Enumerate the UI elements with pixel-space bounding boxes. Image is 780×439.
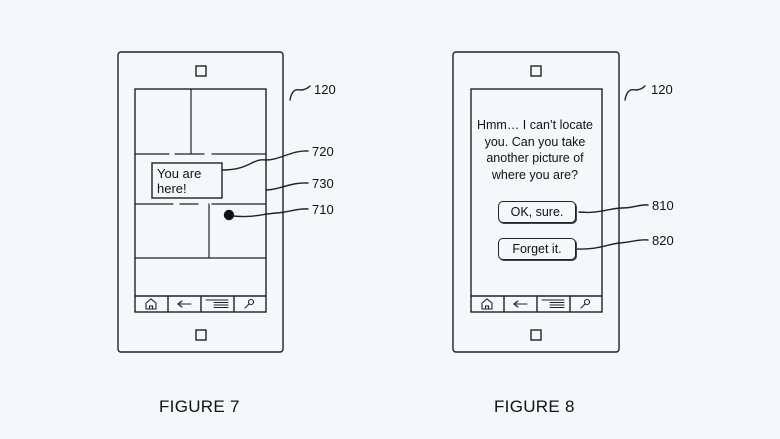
figure7-ref-120: 120: [314, 82, 336, 97]
figure8-nav-bar: [470, 295, 603, 313]
figure7-leader-710: [232, 208, 309, 218]
figure7-ref-720: 720: [312, 144, 334, 159]
figure7-speech-bubble: [151, 162, 223, 199]
figure8-search-icon: [580, 298, 591, 309]
figure7-phone-body: [117, 51, 284, 353]
figure7-home-icon: [145, 298, 157, 310]
figure8-leader-820: [576, 239, 649, 250]
figure8-home-icon: [481, 298, 493, 310]
figure8-ref-820: 820: [652, 233, 674, 248]
figure8-leader-810: [578, 204, 649, 214]
figure8-back-arrow-icon: [513, 300, 528, 308]
figure8-menu-icon: [541, 299, 565, 308]
figure7-screen: [134, 88, 267, 313]
figure7-search-icon: [244, 298, 255, 309]
figure7-phone: [117, 51, 284, 353]
figure7-earpiece: [195, 65, 207, 77]
figure7-caption: FIGURE 7: [159, 397, 240, 416]
figure7-location-marker: [223, 209, 235, 221]
figure7-ref-730: 730: [312, 176, 334, 191]
figure7-leader-730: [265, 182, 309, 191]
figure8-message: Hmm… I can’t locate you. Can you take an…: [476, 118, 593, 182]
figure8-leader-120: [624, 85, 646, 101]
figure8-phone-body: [452, 51, 620, 353]
figure7-leader-120: [289, 85, 311, 101]
figure7-map: [134, 88, 267, 259]
figure7-menu-icon: [205, 299, 229, 308]
figure7-home-button: [195, 329, 207, 341]
figure7-back-arrow-icon: [177, 300, 192, 308]
figure8-caption: FIGURE 8: [494, 397, 575, 416]
figure7-leader-720: [221, 150, 309, 171]
figure7-nav-bar: [134, 295, 267, 313]
forget-it-button[interactable]: Forget it.: [498, 238, 576, 260]
figure8-phone: [452, 51, 620, 353]
figure8-home-button: [530, 329, 542, 341]
figure7-bubble-text: You are here!: [157, 166, 202, 196]
ok-sure-button[interactable]: OK, sure.: [498, 201, 576, 223]
figure7-ref-710: 710: [312, 202, 334, 217]
figure8-ref-810: 810: [652, 198, 674, 213]
figure8-earpiece: [530, 65, 542, 77]
figure8-ref-120: 120: [651, 82, 673, 97]
